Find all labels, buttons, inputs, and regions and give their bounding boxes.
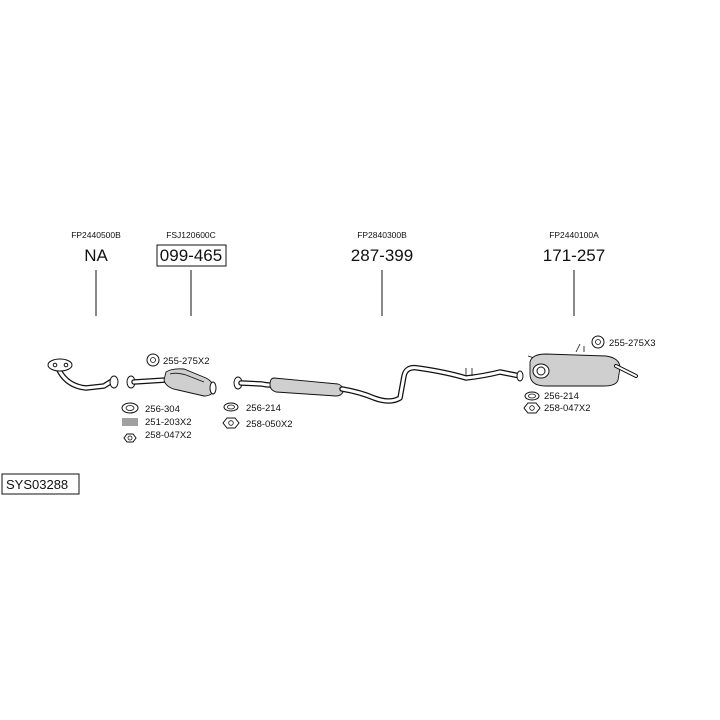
rear-nut-label: 258-047X2 <box>544 403 590 414</box>
rubber-hanger-icon <box>146 353 160 367</box>
system-id[interactable]: SYS03288 <box>6 477 68 492</box>
rear-nut-group[interactable]: 258-047X2 <box>523 402 590 414</box>
part-number-rear-silencer[interactable]: 171-257 <box>543 246 605 265</box>
rubber-hanger-icon <box>591 335 605 349</box>
spring-icon <box>122 418 138 426</box>
front-hanger-group[interactable]: 255-275X2 <box>146 353 209 367</box>
part-code-front-pipe: FP2440500B <box>71 230 121 240</box>
mid-nut-group[interactable]: 258-050X2 <box>222 417 292 430</box>
part-number-front-pipe[interactable]: NA <box>84 246 108 265</box>
system-id-box <box>1 473 80 495</box>
mid-gasket-group[interactable]: 256-214 <box>223 402 281 414</box>
part-code-rear-silencer: FP2440100A <box>549 230 599 240</box>
gasket-icon <box>223 402 239 412</box>
catalytic-converter-drawing[interactable] <box>126 368 217 397</box>
front-gasket-label: 256-304 <box>145 404 180 415</box>
front-pipe-drawing[interactable] <box>47 358 119 391</box>
front-hanger-label: 255-275X2 <box>163 356 209 367</box>
nut-icon <box>523 402 541 414</box>
front-spring-group[interactable]: 251-203X2 <box>122 417 191 428</box>
nut-icon <box>123 433 137 443</box>
part-number-middle-silencer[interactable]: 287-399 <box>351 246 413 265</box>
rear-gasket-group[interactable]: 256-214 <box>524 391 579 402</box>
rear-gasket-label: 256-214 <box>544 391 579 402</box>
middle-silencer-drawing[interactable] <box>233 364 524 404</box>
front-nut-label: 258-047X2 <box>145 430 191 441</box>
rear-silencer-drawing[interactable] <box>527 343 638 387</box>
front-spring-label: 251-203X2 <box>145 417 191 428</box>
part-number-box <box>156 244 227 267</box>
mid-nut-label: 258-050X2 <box>246 419 292 430</box>
front-nut-group[interactable]: 258-047X2 <box>123 430 191 443</box>
gasket-icon <box>524 391 540 401</box>
rear-hanger-group[interactable]: 255-275X3 <box>591 335 655 349</box>
front-gasket-group[interactable]: 256-304 <box>121 402 180 415</box>
nut-icon <box>222 417 240 429</box>
mid-gasket-label: 256-214 <box>246 403 281 414</box>
rear-hanger-label: 255-275X3 <box>609 338 655 349</box>
gasket-icon <box>121 402 139 414</box>
part-number-catalytic-converter[interactable]: 099-465 <box>160 246 222 265</box>
part-code-catalytic-converter: FSJ120600C <box>166 230 216 240</box>
part-code-middle-silencer: FP2840300B <box>357 230 407 240</box>
